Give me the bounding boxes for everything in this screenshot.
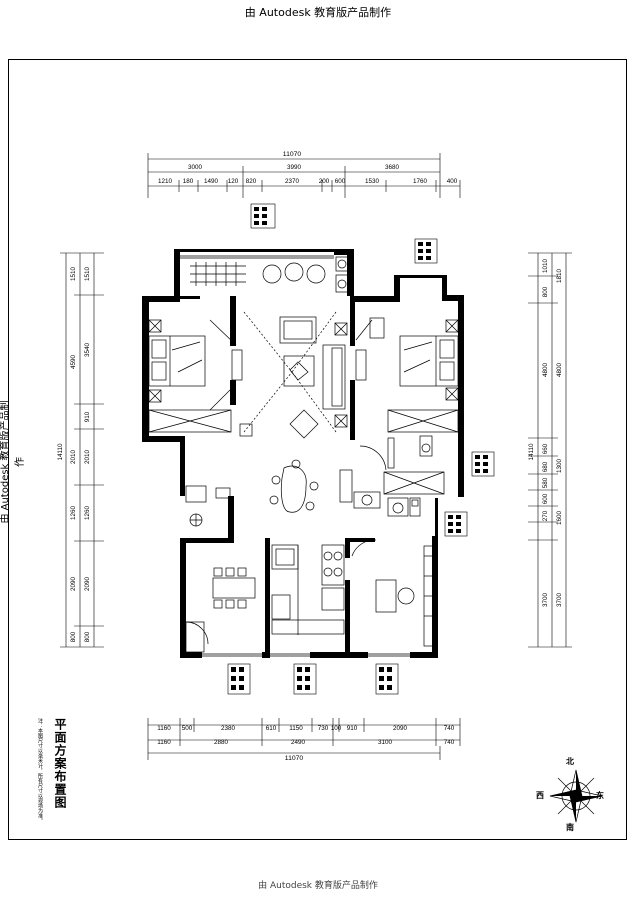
dim-bottom-mid-2: 2880 xyxy=(214,739,229,746)
dim-top-detail-4: 120 xyxy=(228,178,239,185)
dim-left-detail-d: 2090 xyxy=(84,577,91,592)
dim-right-detail-1: 1010 xyxy=(542,259,549,274)
drawing-frame xyxy=(8,59,627,840)
dim-top-detail-2: 180 xyxy=(183,178,194,185)
dim-left-mid-1: 1510 xyxy=(70,267,77,282)
dim-top-detail-8: 600 xyxy=(335,178,346,185)
dim-right-detail-5: 580 xyxy=(542,477,549,488)
dim-right-total: 14110 xyxy=(528,443,535,461)
dim-right-detail-6: 600 xyxy=(542,493,549,504)
dim-top-mid-1: 3000 xyxy=(188,164,203,171)
dim-bottom-mid-5: 740 xyxy=(444,739,455,746)
dim-right-detail-2: 800 xyxy=(542,286,549,297)
header-stamp: 由 Autodesk 教育版产品制作 xyxy=(244,6,392,19)
compass-south-label: 南 xyxy=(566,823,574,832)
compass-fill xyxy=(550,770,602,822)
dim-top-total: 11070 xyxy=(283,151,302,158)
dim-bottom-detail-3: 2380 xyxy=(221,725,236,732)
dim-top-detail-7: 200 xyxy=(319,178,330,185)
dim-left-detail-e: 800 xyxy=(84,631,91,642)
section-tags xyxy=(227,203,495,695)
dim-bottom-detail-5: 1150 xyxy=(289,725,303,732)
drawing-title: 平面方案布置图 xyxy=(53,718,67,809)
dim-bottom-total: 11070 xyxy=(285,755,304,762)
dim-right-detail-4: 680 xyxy=(542,461,549,472)
dim-right-mid-2: 4800 xyxy=(556,363,563,378)
dim-bottom-detail-6: 730 xyxy=(318,725,329,732)
dim-left-detail-1: 3540 xyxy=(84,343,91,358)
compass-west-label: 西 xyxy=(536,791,544,800)
dim-left-detail-2: 910 xyxy=(84,411,91,422)
dim-top-detail-3: 1490 xyxy=(204,178,219,185)
dim-bottom-detail-4: 610 xyxy=(266,725,277,732)
dim-left-detail-c: 1260 xyxy=(84,506,91,521)
dim-right-detail-7: 270 xyxy=(542,510,549,521)
dim-bottom-mid-3: 2490 xyxy=(291,739,306,746)
dim-left-mid-3: 2010 xyxy=(70,450,77,465)
dim-left-detail-b: 2010 xyxy=(84,450,91,465)
dim-top-detail-11: 400 xyxy=(447,178,458,185)
right-dimensions xyxy=(528,252,572,648)
dim-left-mid-5: 2090 xyxy=(70,577,77,592)
dim-left-mid-2: 4590 xyxy=(70,355,77,370)
dim-bottom-detail-2: 500 xyxy=(182,725,193,732)
compass-east-label: 东 xyxy=(596,791,604,800)
dim-top-detail-1: 1210 xyxy=(158,178,173,185)
dim-top-detail-10: 1760 xyxy=(413,178,428,185)
walls xyxy=(142,249,464,658)
drawing-note: 注：本图尺寸以毫米计，所有尺寸以现场为准。 xyxy=(37,718,43,823)
section-tag-fills xyxy=(231,207,488,690)
dim-bottom-detail-8: 910 xyxy=(347,725,358,732)
dim-bottom-mid-1: 1160 xyxy=(157,739,171,746)
left-dimensions xyxy=(60,252,104,648)
bottom-dimensions xyxy=(147,718,461,760)
dim-top-mid-3: 3680 xyxy=(385,164,400,171)
dim-right-detail-3: 660 xyxy=(542,443,549,454)
dim-top-mid-2: 3990 xyxy=(287,164,302,171)
dim-right-mid-3: 1300 xyxy=(556,459,563,474)
compass-north-label: 北 xyxy=(566,757,574,766)
footer-stamp: 由 Autodesk 教育版产品制作 xyxy=(258,881,378,891)
dim-right-mid-1: 1810 xyxy=(556,269,563,284)
dim-bottom-detail-10: 740 xyxy=(444,725,455,732)
dim-right-mid-5: 3700 xyxy=(556,593,563,608)
dim-bottom-detail-7: 100 xyxy=(331,725,342,732)
dim-bottom-mid-4: 3100 xyxy=(378,739,393,746)
dim-left-total: 14110 xyxy=(57,443,64,461)
fixtures xyxy=(148,255,459,657)
dim-top-detail-5: 820 xyxy=(246,178,257,185)
dim-right-mid-5b: 3700 xyxy=(542,593,549,608)
dim-top-detail-9: 1530 xyxy=(365,178,380,185)
dim-bottom-detail-1: 1160 xyxy=(157,725,171,732)
dim-left-detail-a: 1510 xyxy=(84,267,91,282)
dim-right-mid-2b: 4800 xyxy=(542,363,549,378)
dim-left-mid-4: 1260 xyxy=(70,506,77,521)
dim-right-mid-4: 1600 xyxy=(556,511,563,526)
dim-left-mid-6: 800 xyxy=(70,631,77,642)
dim-bottom-detail-9: 2090 xyxy=(393,725,408,732)
top-dimensions xyxy=(147,153,461,198)
dim-top-detail-6: 2370 xyxy=(285,178,300,185)
